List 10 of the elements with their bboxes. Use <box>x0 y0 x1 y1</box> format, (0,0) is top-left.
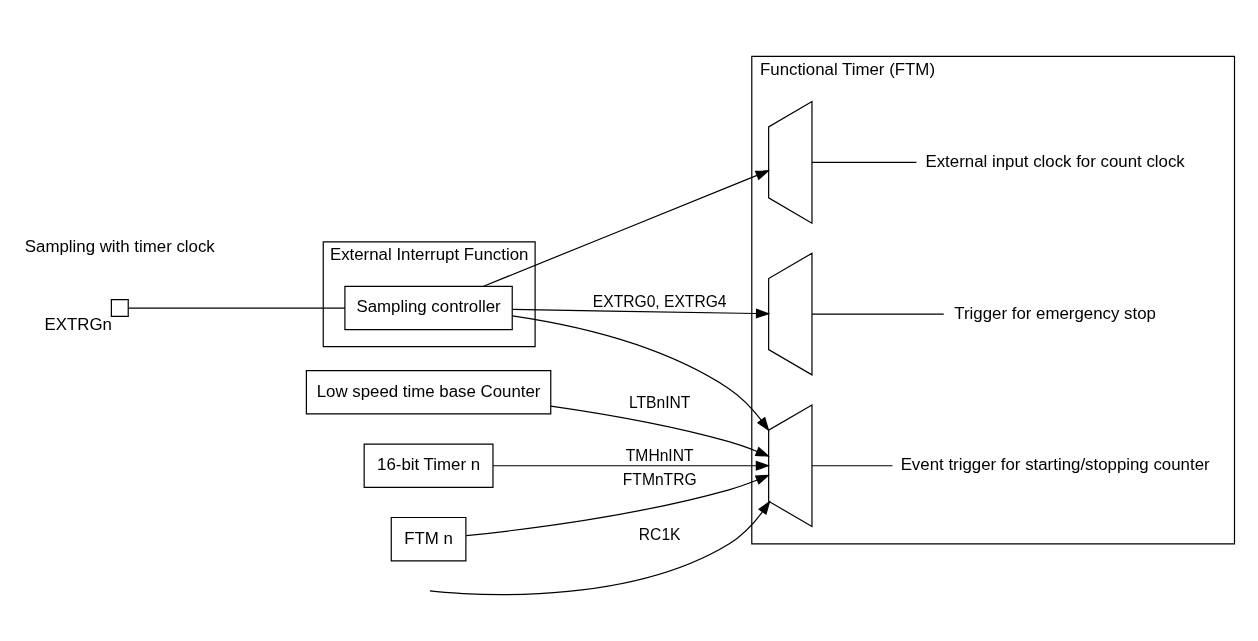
edge-label: TMHnINT <box>625 446 694 464</box>
edge-label: EXTRG0, EXTRG4 <box>592 292 727 310</box>
node-text: External input clock for count clock <box>925 151 1185 171</box>
node-text: Event trigger for starting/stopping counter <box>900 454 1210 474</box>
node-text: Trigger for emergency stop <box>954 303 1156 323</box>
node-label: EXTRGn <box>44 314 112 334</box>
edge-label: LTBnINT <box>629 393 691 411</box>
label: Sampling with timer clock <box>24 236 215 256</box>
edge-label: FTMnTRG <box>622 470 697 488</box>
edge-label: RC1K <box>638 525 681 543</box>
